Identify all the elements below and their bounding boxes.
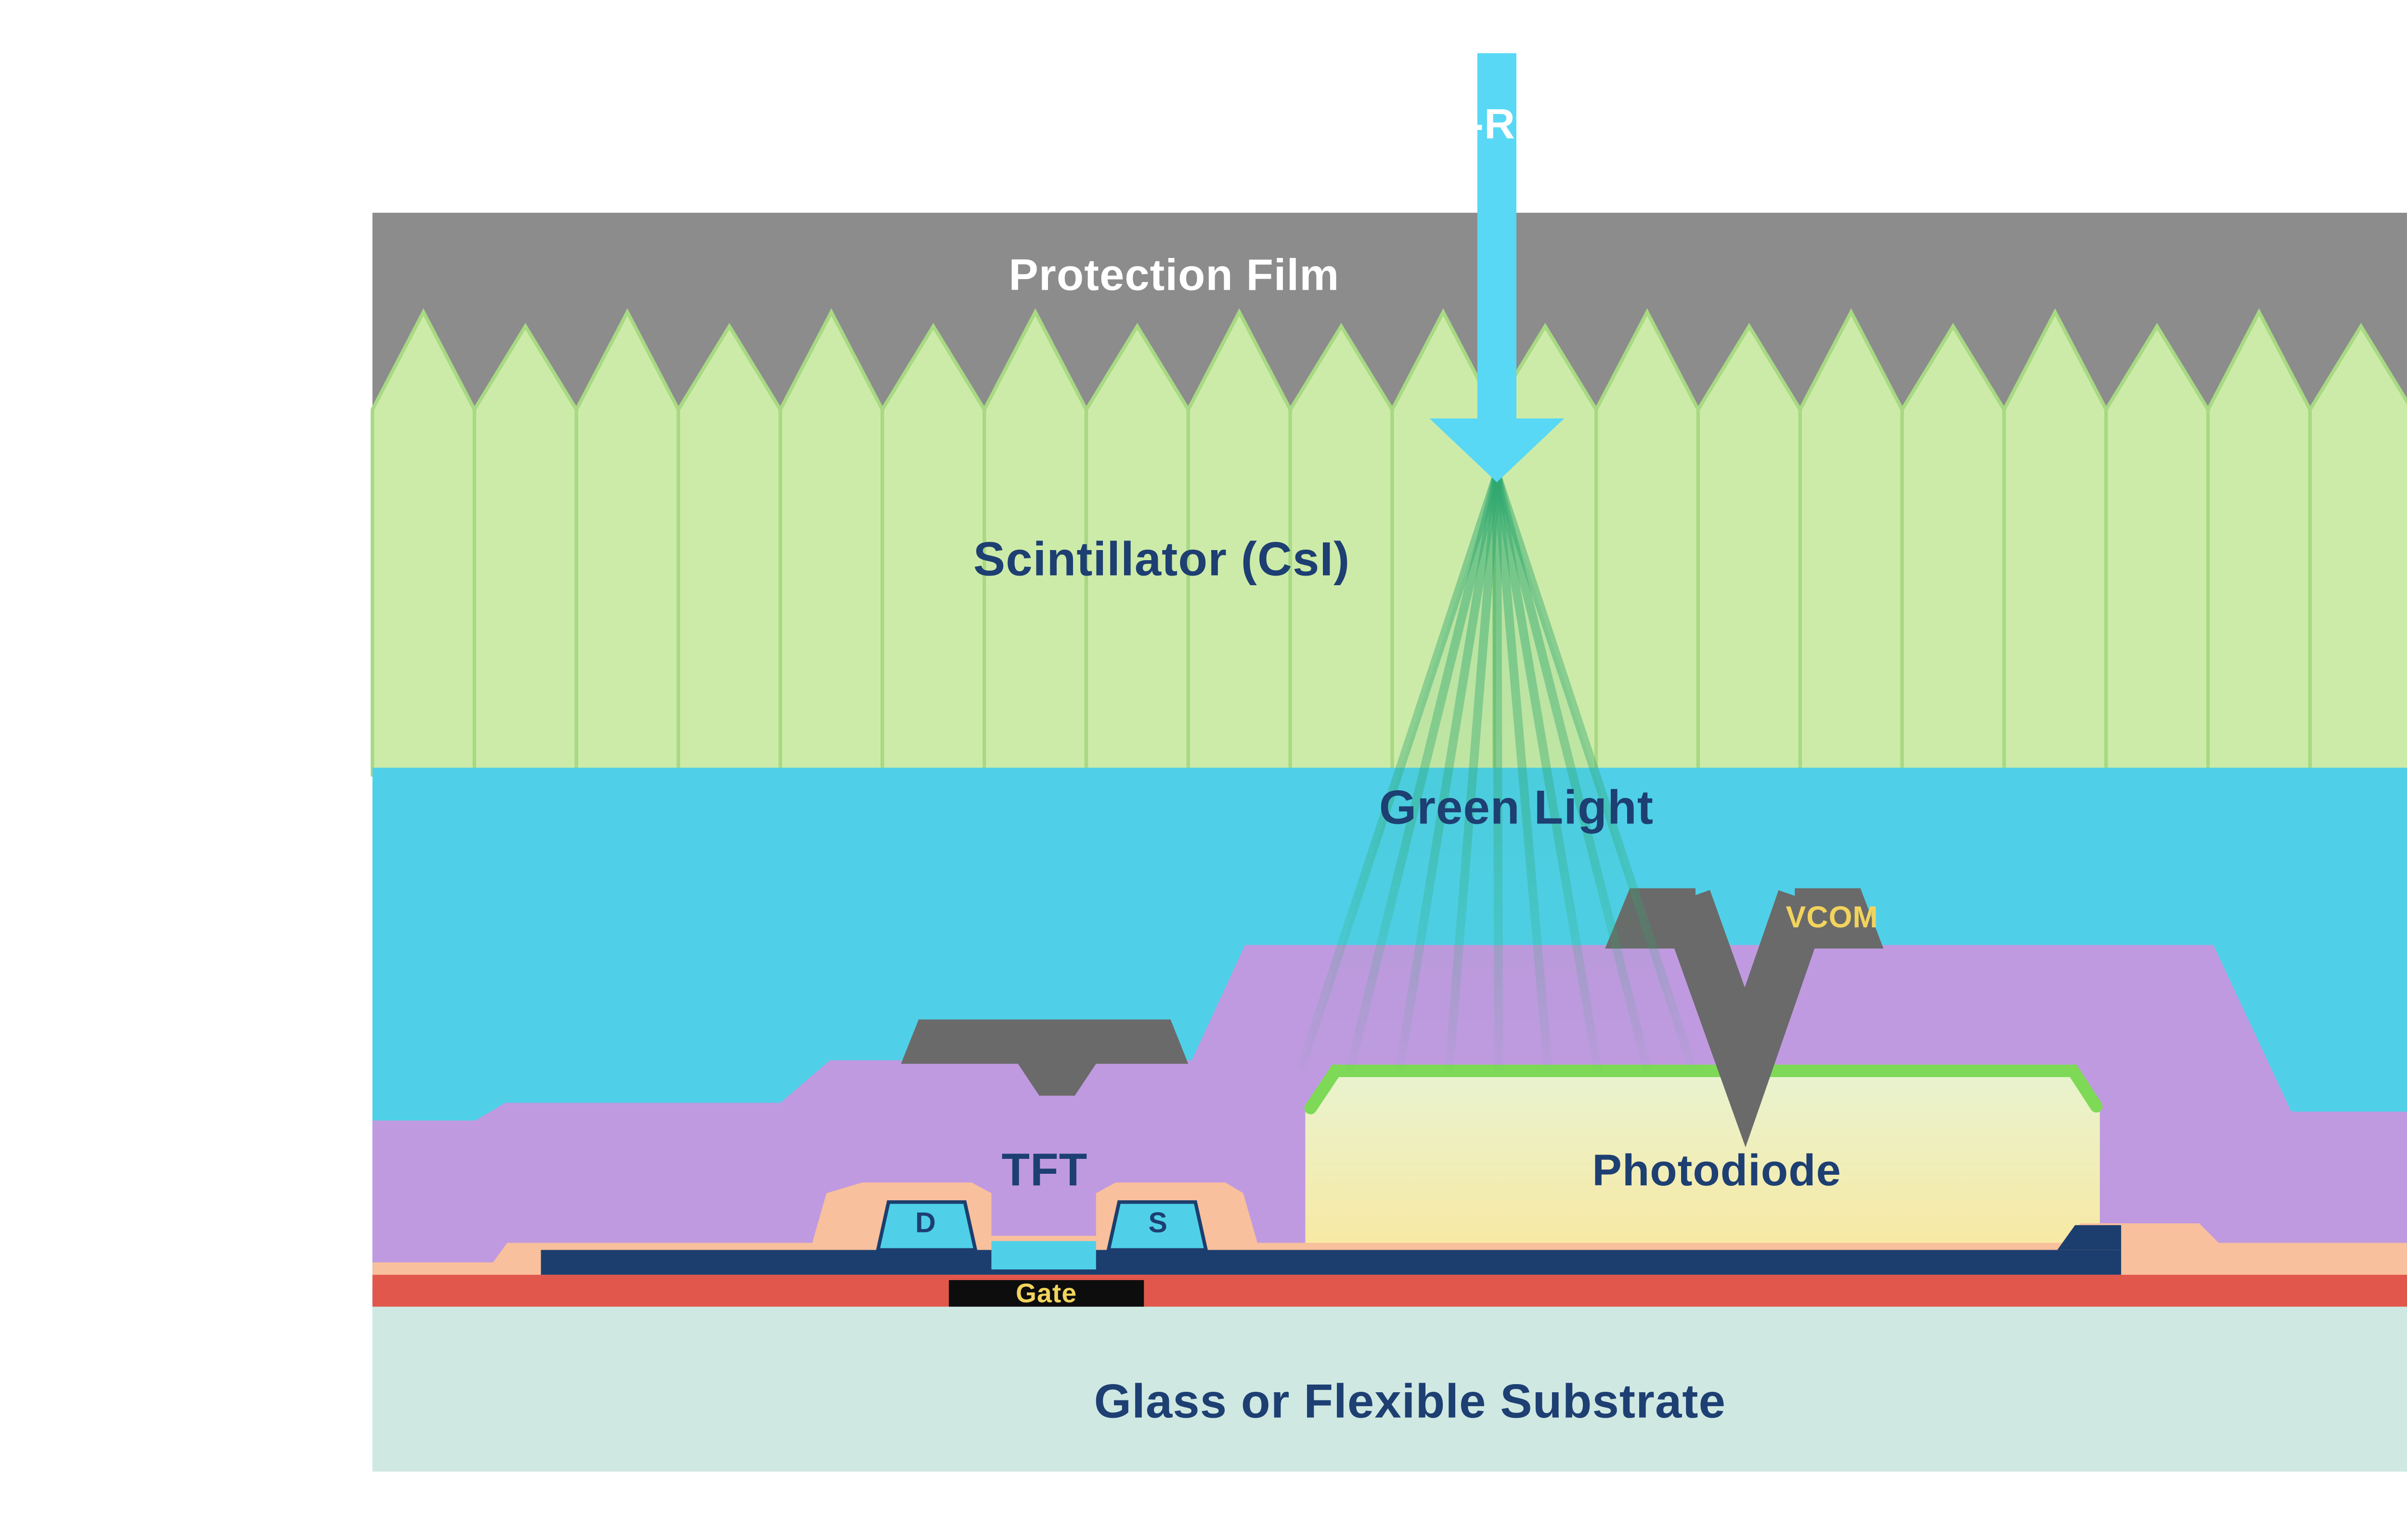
tft-channel (991, 1241, 1096, 1270)
scintillator-needle (370, 308, 477, 777)
green-light-ray (1345, 474, 1501, 1072)
green-light-ray (1492, 474, 1652, 1072)
xray-label: X-Ray (1440, 101, 1564, 149)
tft-drain-block (876, 1200, 978, 1252)
scintillator-needle (1900, 322, 2006, 777)
green-light-ray (1492, 475, 1503, 1071)
green-light-ray (1444, 475, 1501, 1071)
protection-film-layer (372, 213, 2407, 419)
xray-arrow-head (1429, 418, 1565, 483)
photodiode-body (1305, 1074, 2100, 1243)
scintillator-needle (1594, 308, 1700, 777)
metal-line-right-step (2057, 1225, 2122, 1250)
scintillator-label: Scintillator (CsI) (973, 533, 1350, 586)
xray-arrow-shaft (1477, 53, 1516, 419)
scintillator-needle (574, 308, 680, 777)
gate-label: Gate (1015, 1279, 1077, 1309)
tft-label: TFT (1001, 1142, 1088, 1196)
scintillator-needle (472, 322, 579, 777)
scintillator-needle (1798, 308, 1904, 777)
photodiode-label: Photodiode (1592, 1146, 1841, 1196)
scintillator-needle (778, 308, 884, 777)
scintillator-needle (2308, 322, 2407, 777)
green-light-rays (1295, 474, 1698, 1073)
green-light-ray (1492, 474, 1698, 1073)
green-light-label: Green Light (1379, 781, 1654, 834)
scintillator-needle (1696, 322, 1802, 777)
tft-source-label: S (1148, 1209, 1168, 1240)
metal-line (541, 1250, 2122, 1275)
substrate-layer (372, 1307, 2407, 1472)
scintillator-needle (676, 322, 782, 777)
scintillator-needle (2206, 308, 2312, 777)
photodiode-top-contact (1304, 1065, 2103, 1115)
tft-source-block (1106, 1200, 1208, 1252)
substrate-label: Glass or Flexible Substrate (1094, 1375, 1726, 1428)
tft-drain-label: D (915, 1209, 936, 1240)
scintillator-columns (370, 308, 2407, 777)
green-light-ray (1395, 474, 1501, 1072)
scintillator-needle (880, 322, 986, 777)
green-light-ray (1492, 475, 1553, 1071)
protection-film-label: Protection Film (1009, 251, 1340, 301)
vcom-label: VCOM (1786, 900, 1878, 935)
gate-line-layer (372, 1274, 2407, 1307)
green-light-ray (1492, 474, 1603, 1072)
scintillator-needle (2104, 322, 2210, 777)
gate-electrode (948, 1280, 1144, 1310)
left-electrode (901, 1019, 1189, 1096)
vcom-via-notch (1659, 890, 1829, 1147)
green-light-ray (1295, 474, 1501, 1073)
scintillator-needle (2002, 308, 2108, 777)
